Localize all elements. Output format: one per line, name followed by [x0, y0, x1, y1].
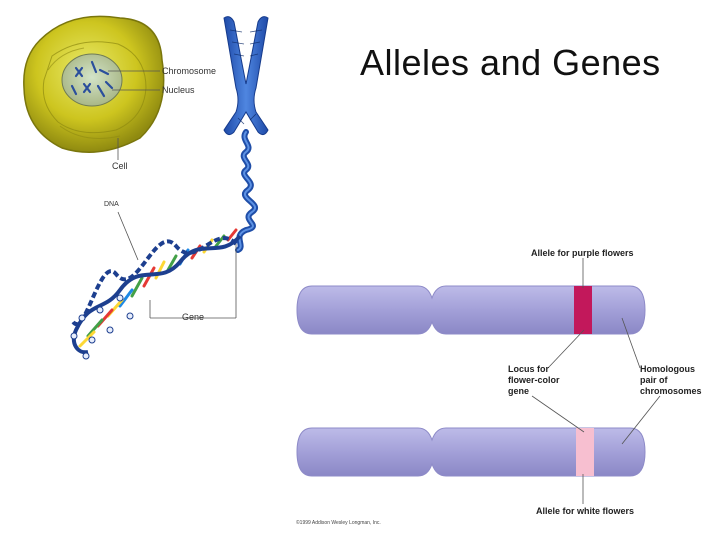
- allele-white-label: Allele for white flowers: [536, 506, 635, 516]
- chromosome-shape: [223, 16, 269, 136]
- cell-label: Cell: [112, 161, 128, 171]
- copyright-text: ©1999 Addison Wesley Longman, Inc.: [296, 520, 381, 526]
- purple-allele-band: [574, 286, 592, 334]
- locus-label: Locus for flower-color gene: [508, 364, 560, 396]
- homologous-label: Homologous pair of chromosomes: [640, 364, 702, 396]
- dna-label: DNA: [104, 201, 119, 208]
- dna-helix: [70, 228, 242, 360]
- chromosome-label: Chromosome: [162, 66, 217, 76]
- white-allele-band: [576, 428, 594, 476]
- chromosome-top: [296, 285, 646, 335]
- nucleus-label: Nucleus: [162, 85, 195, 95]
- gene-label: Gene: [182, 312, 205, 322]
- chromatin-coil: [235, 129, 258, 253]
- chromosome-bottom: [296, 427, 646, 477]
- slide-title: Alleles and Genes: [360, 42, 661, 83]
- cell-shape: [23, 15, 165, 153]
- allele-purple-label: Allele for purple flowers: [531, 248, 634, 258]
